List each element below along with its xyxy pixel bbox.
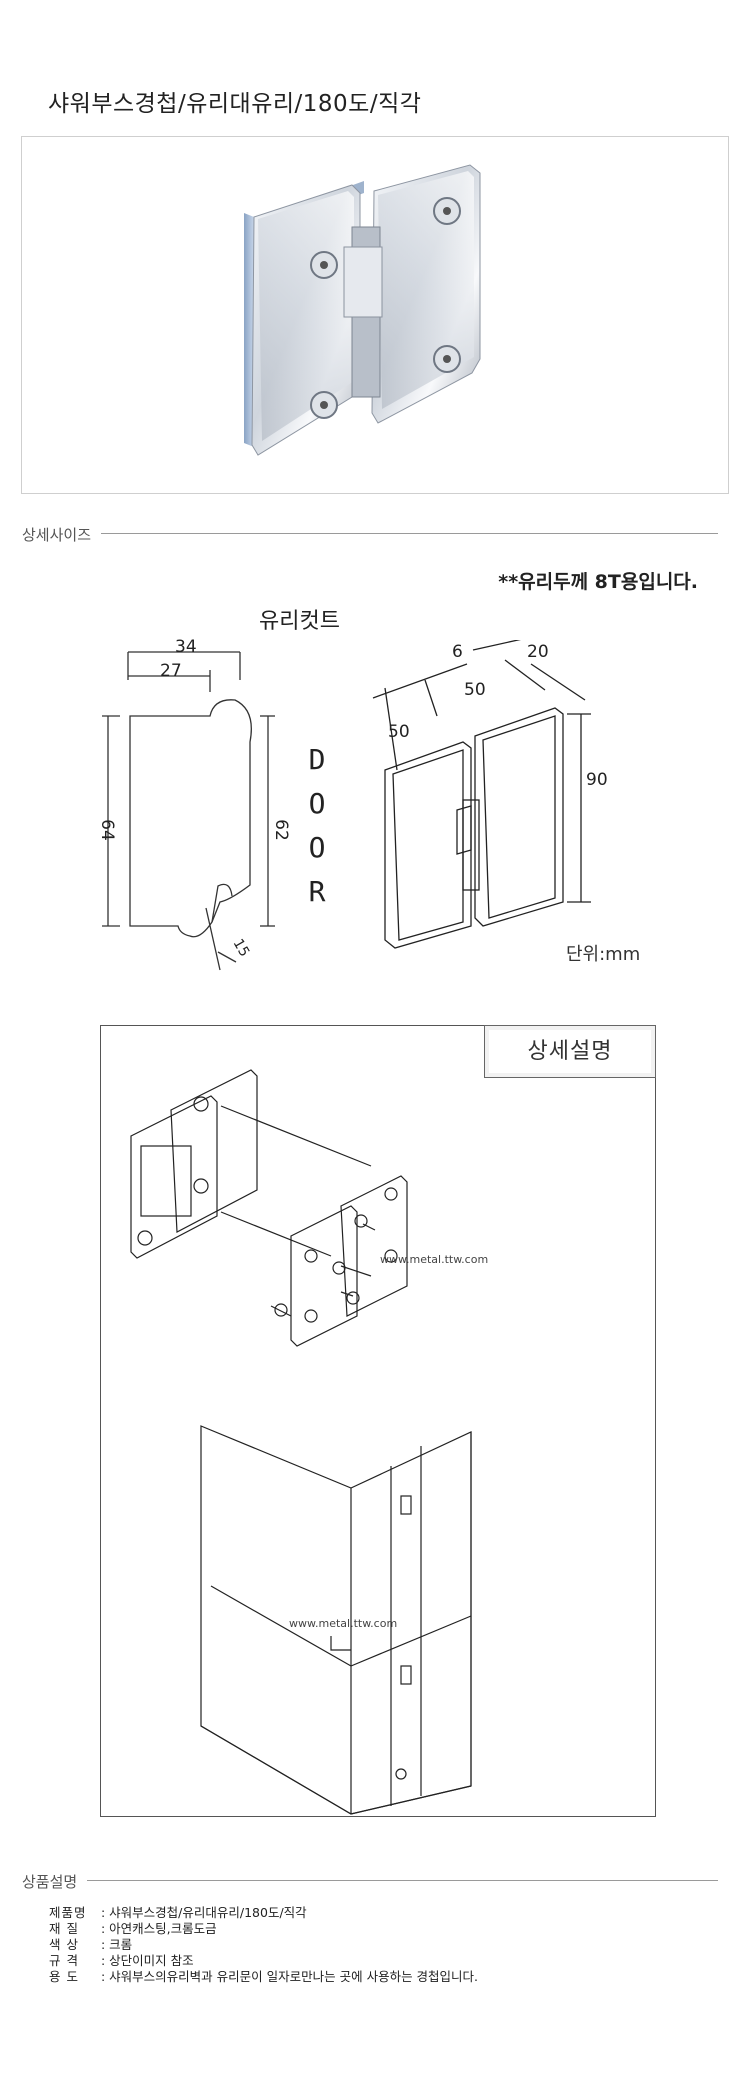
info-key: 재 질 [49, 1921, 79, 1936]
unit-label: 단위:mm [566, 944, 641, 965]
hinge-photo [244, 164, 481, 456]
dim-62: 62 [270, 819, 291, 841]
door-letter: O [308, 787, 326, 820]
info-row-material: 재 질 : 아연캐스팅,크롬도금 [49, 1921, 478, 1937]
door-letter: D [308, 743, 326, 776]
glass-cut-diagram [102, 651, 275, 971]
info-key: 색 상 [49, 1937, 79, 1952]
dim-90: 90 [586, 770, 608, 790]
section-divider [22, 1880, 718, 1881]
detail-illustration [130, 1069, 472, 1815]
glass-cut-title: 유리컷트 [259, 609, 340, 634]
section-label-detail-size: 상세사이즈 [22, 524, 102, 545]
info-value: : 샤워부스의유리벽과 유리문이 일자로만나는 곳에 사용하는 경첩입니다. [101, 1969, 479, 1984]
info-value: : 샤워부스경첩/유리대유리/180도/직각 [101, 1905, 307, 1920]
info-row-spec: 규 격 : 상단이미지 참조 [49, 1953, 478, 1969]
product-photo-frame [21, 136, 729, 494]
detail-badge: 상세설명 [484, 1025, 656, 1078]
door-label: D O O R [302, 738, 332, 914]
info-value: : 크롬 [101, 1937, 133, 1952]
product-info-list: 제품명 : 샤워부스경첩/유리대유리/180도/직각 재 질 : 아연캐스팅,크롬도… [49, 1905, 478, 1985]
door-letter: R [308, 875, 326, 908]
product-title: 샤워부스경첩/유리대유리/180도/직각 [48, 91, 422, 117]
dim-6: 6 [452, 642, 463, 662]
info-key: 규 격 [49, 1953, 79, 1968]
section-divider [22, 533, 718, 534]
dim-34: 34 [175, 637, 197, 657]
info-row-usage: 용 도 : 샤워부스의유리벽과 유리문이 일자로만나는 곳에 사용하는 경첩입니다… [49, 1969, 478, 1985]
dim-64: 64 [96, 819, 117, 841]
watermark-top: www.metal.ttw.com [380, 1253, 489, 1266]
dim-50-left: 50 [388, 722, 410, 742]
section-label-product-desc: 상품설명 [22, 1871, 88, 1892]
info-value: : 상단이미지 참조 [101, 1953, 194, 1968]
hinge-dimension-diagram [372, 640, 591, 949]
door-letter: O [308, 831, 326, 864]
info-key: 제품명 [49, 1905, 87, 1920]
watermark-bottom: www.metal.ttw.com [289, 1617, 398, 1630]
info-row-color: 색 상 : 크롬 [49, 1937, 478, 1953]
info-key: 용 도 [49, 1969, 79, 1984]
dim-50-right: 50 [464, 680, 486, 700]
glass-thickness-note: **유리두께 8T용입니다. [498, 571, 698, 593]
info-row-name: 제품명 : 샤워부스경첩/유리대유리/180도/직각 [49, 1905, 478, 1921]
info-value: : 아연캐스팅,크롬도금 [101, 1921, 217, 1936]
dim-27: 27 [160, 661, 182, 681]
dim-20: 20 [527, 642, 549, 662]
detail-illustration-frame [100, 1025, 656, 1817]
